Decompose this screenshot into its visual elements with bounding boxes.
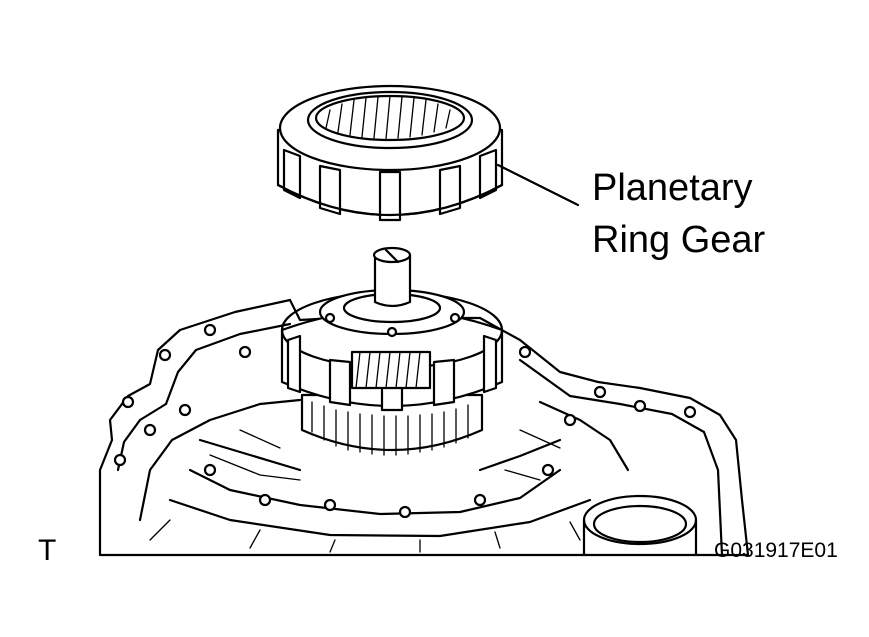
plate-pins [324,312,461,338]
input-shaft [372,246,412,308]
planetary-ring-gear [276,84,504,222]
callout-label-line2: Ring Gear [592,219,766,261]
planetary-gear-assembly [280,246,504,456]
callout-leader-line [496,163,580,207]
callout-label-line1: Planetary [592,167,753,209]
case-bolt-holes [113,323,697,519]
figure-code-label: G031917E01 [714,539,838,562]
ring-gear-lugs [282,148,498,222]
pinion-gear [350,350,432,390]
drum-splines [311,401,469,456]
corner-mark-label: T [38,534,56,567]
ring-inner-teeth [325,95,451,140]
case-port-opening [582,494,698,557]
